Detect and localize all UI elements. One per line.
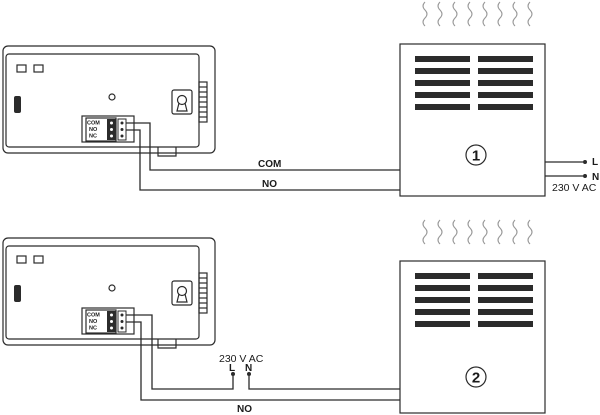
mains-voltage-label-2: 230 V AC <box>219 353 264 365</box>
heat-waves-1 <box>422 1 533 27</box>
thermostat-1-outer-frame <box>2 45 216 154</box>
heater-1-number: 1 <box>472 148 480 165</box>
thermostat-1-bottom-tab <box>157 147 177 157</box>
thermostat-1-side-ridges <box>198 81 208 123</box>
thermostat-2-outer-frame <box>2 237 216 346</box>
terminal-label-nc: NC <box>89 134 97 140</box>
heater-2-number: 2 <box>472 370 480 387</box>
thermostat-1: COM NO NC <box>2 45 216 157</box>
terminal-block-outer <box>81 307 135 335</box>
thermostat-2-window-right <box>33 255 44 264</box>
thermostat-2-terminal-block: COM NO NC <box>81 307 135 335</box>
terminal-block-outer <box>81 115 135 143</box>
wire-com-2 <box>126 314 234 390</box>
wire-com-1 <box>126 122 400 171</box>
mains-n-label-1: N <box>592 172 599 183</box>
diagram-2-wires: 230 V AC L N NO <box>126 314 400 415</box>
thermostat-1-screw-hole <box>108 93 116 101</box>
terminal-label-nc: NC <box>89 326 97 332</box>
wire-label-no-1: NO <box>262 179 277 190</box>
thermostat-1-window-left <box>16 64 27 73</box>
mains-l-label-1: L <box>592 157 598 168</box>
heat-waves-2 <box>422 219 533 245</box>
wire-no-1 <box>126 129 400 191</box>
diagram-1-wires: COM NO L N 230 V AC <box>126 122 599 194</box>
terminal-label-com: COM <box>87 313 100 319</box>
wire-label-no-2: NO <box>237 404 252 415</box>
terminal-label-no: NO <box>89 319 98 325</box>
terminal-label-com: COM <box>87 121 100 127</box>
thermostat-2-window-left <box>16 255 27 264</box>
heater-1: 1 <box>399 43 546 197</box>
thermostat-1-inner-frame <box>5 53 200 148</box>
diagram-2: COM NO NC 230 V AC L N NO <box>2 219 546 415</box>
wire-no-2 <box>126 321 400 401</box>
heater-2-slats <box>415 273 533 327</box>
thermostat-1-switch <box>14 96 21 113</box>
thermostat-2-keyhole <box>171 280 193 306</box>
terminal-label-no: NO <box>89 127 98 133</box>
heater-1-number-circle <box>465 144 487 166</box>
mains-voltage-label-1: 230 V AC <box>552 182 597 194</box>
heater-2: 2 <box>399 260 546 414</box>
heater-1-body <box>399 43 546 197</box>
thermostat-1-terminal-block: COM NO NC <box>81 115 135 143</box>
diagram-1: COM NO NC COM NO L N 230 V AC <box>2 1 599 197</box>
thermostat-2-screw-hole <box>108 284 116 292</box>
wire-label-com-1: COM <box>258 159 281 170</box>
thermostat-2-switch <box>14 285 21 302</box>
wire-mains-n-2 <box>248 376 400 390</box>
thermostat-1-window-right <box>33 64 44 73</box>
heater-2-number-circle <box>465 366 487 388</box>
thermostat-1-keyhole <box>171 89 193 115</box>
thermostat-2-side-ridges <box>198 272 208 314</box>
mains-n-label-2: N <box>245 363 252 374</box>
thermostat-2-bottom-tab <box>157 339 177 349</box>
heater-1-slats <box>415 56 533 110</box>
thermostat-2: COM NO NC <box>2 237 216 349</box>
thermostat-2-inner-frame <box>5 245 200 340</box>
heater-2-body <box>399 260 546 414</box>
mains-l-label-2: L <box>229 363 235 374</box>
